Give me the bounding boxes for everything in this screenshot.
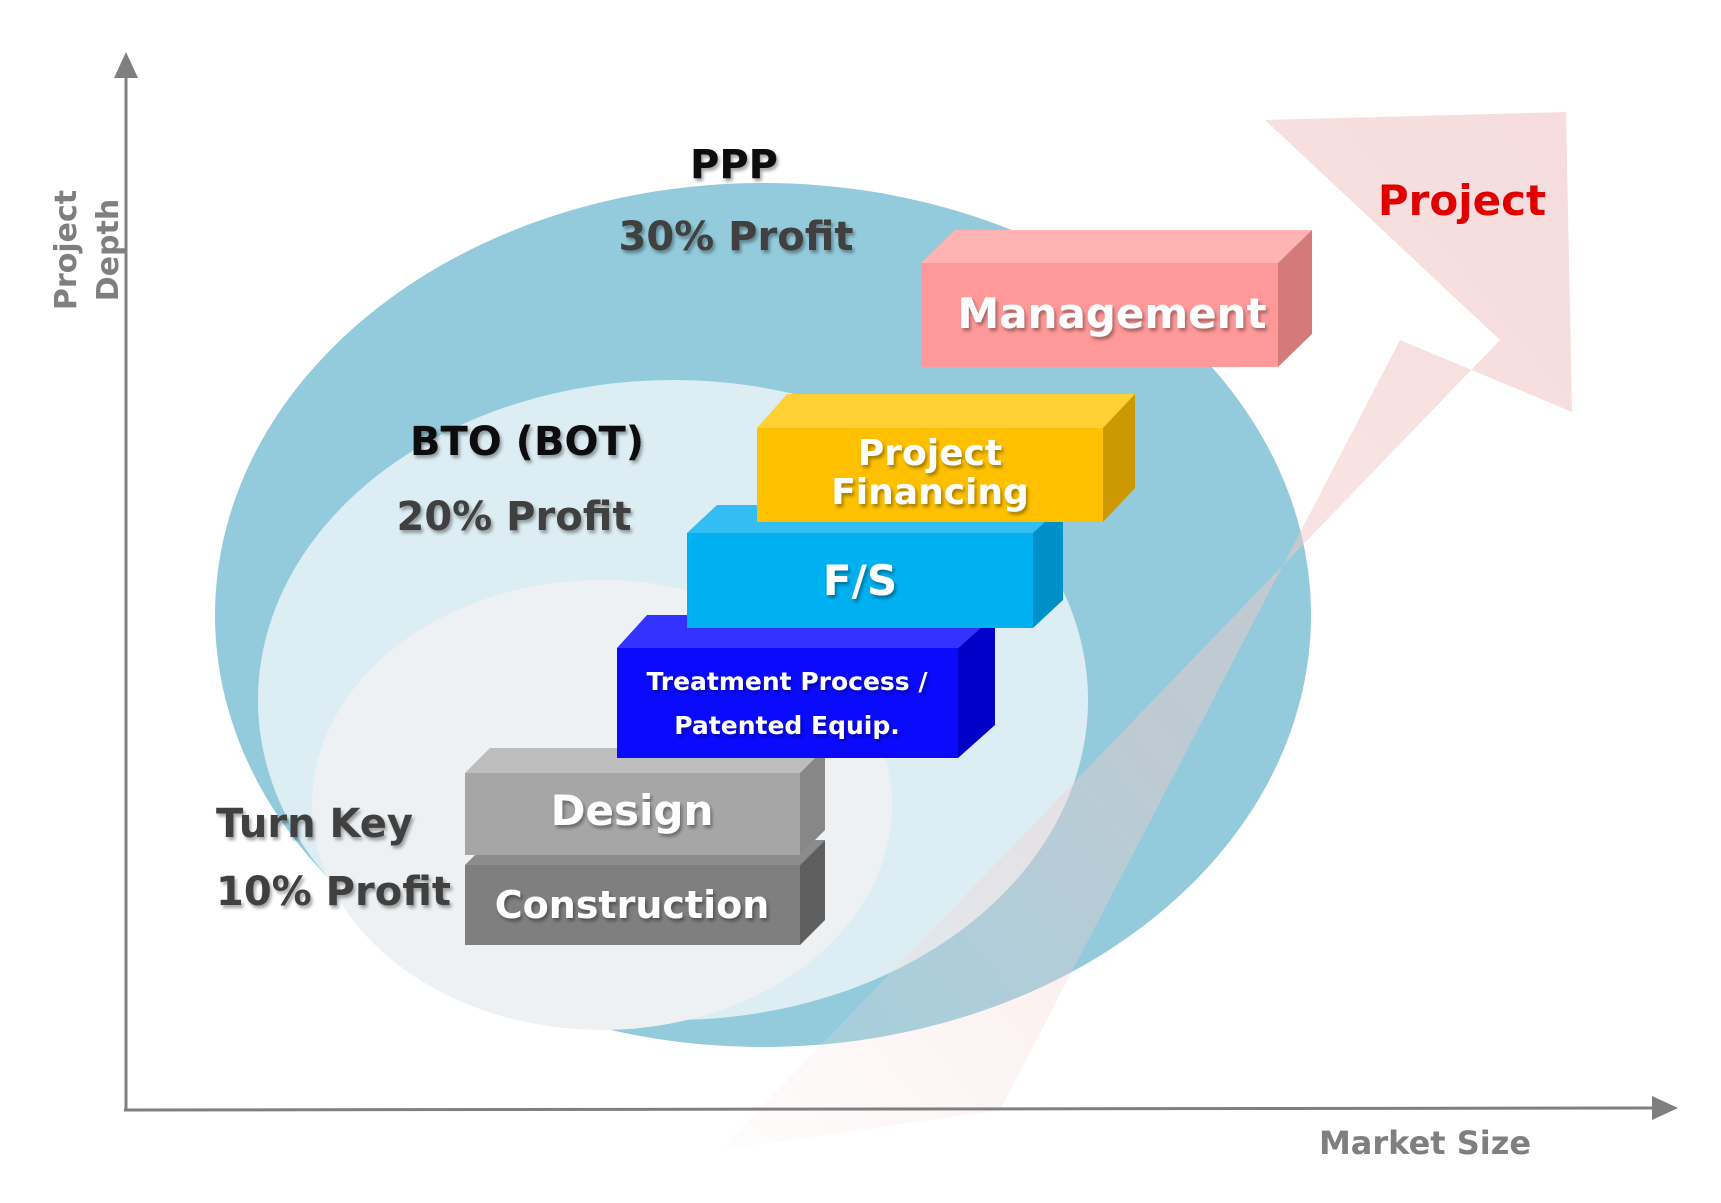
financing-block: Project Financing — [757, 394, 1135, 522]
design-label: Design — [551, 786, 714, 835]
management-label: Management — [957, 289, 1266, 338]
design-block: Design — [465, 748, 825, 855]
axes — [114, 52, 1678, 1120]
y-axis-label-line1: Project — [49, 190, 84, 310]
ppp-title: PPP — [690, 142, 778, 188]
financing-label-line1: Project — [858, 433, 1002, 474]
x-axis-label: Market Size — [1319, 1124, 1531, 1162]
y-axis-arrowhead — [114, 52, 138, 78]
x-axis-arrowhead — [1652, 1096, 1678, 1120]
turnkey-title: Turn Key — [216, 801, 413, 847]
management-block: Management — [921, 230, 1312, 367]
treatment-block: Treatment Process / Patented Equip. — [617, 615, 995, 758]
growth-arrow — [720, 112, 1572, 1150]
arrow-label: Project — [1378, 176, 1546, 225]
treatment-label-line2: Patented Equip. — [674, 711, 899, 740]
ppp-profit: 30% Profit — [619, 214, 854, 260]
construction-label: Construction — [495, 883, 770, 927]
fs-block: F/S — [687, 505, 1063, 628]
financing-label-line2: Financing — [831, 472, 1029, 513]
fs-label: F/S — [823, 556, 897, 605]
bto-title: BTO (BOT) — [410, 419, 644, 465]
construction-block: Construction — [465, 840, 825, 945]
y-axis-label-line2: Depth — [91, 199, 126, 301]
bto-profit: 20% Profit — [397, 494, 632, 540]
treatment-label-line1: Treatment Process / — [646, 667, 928, 696]
turnkey-profit: 10% Profit — [216, 869, 451, 915]
